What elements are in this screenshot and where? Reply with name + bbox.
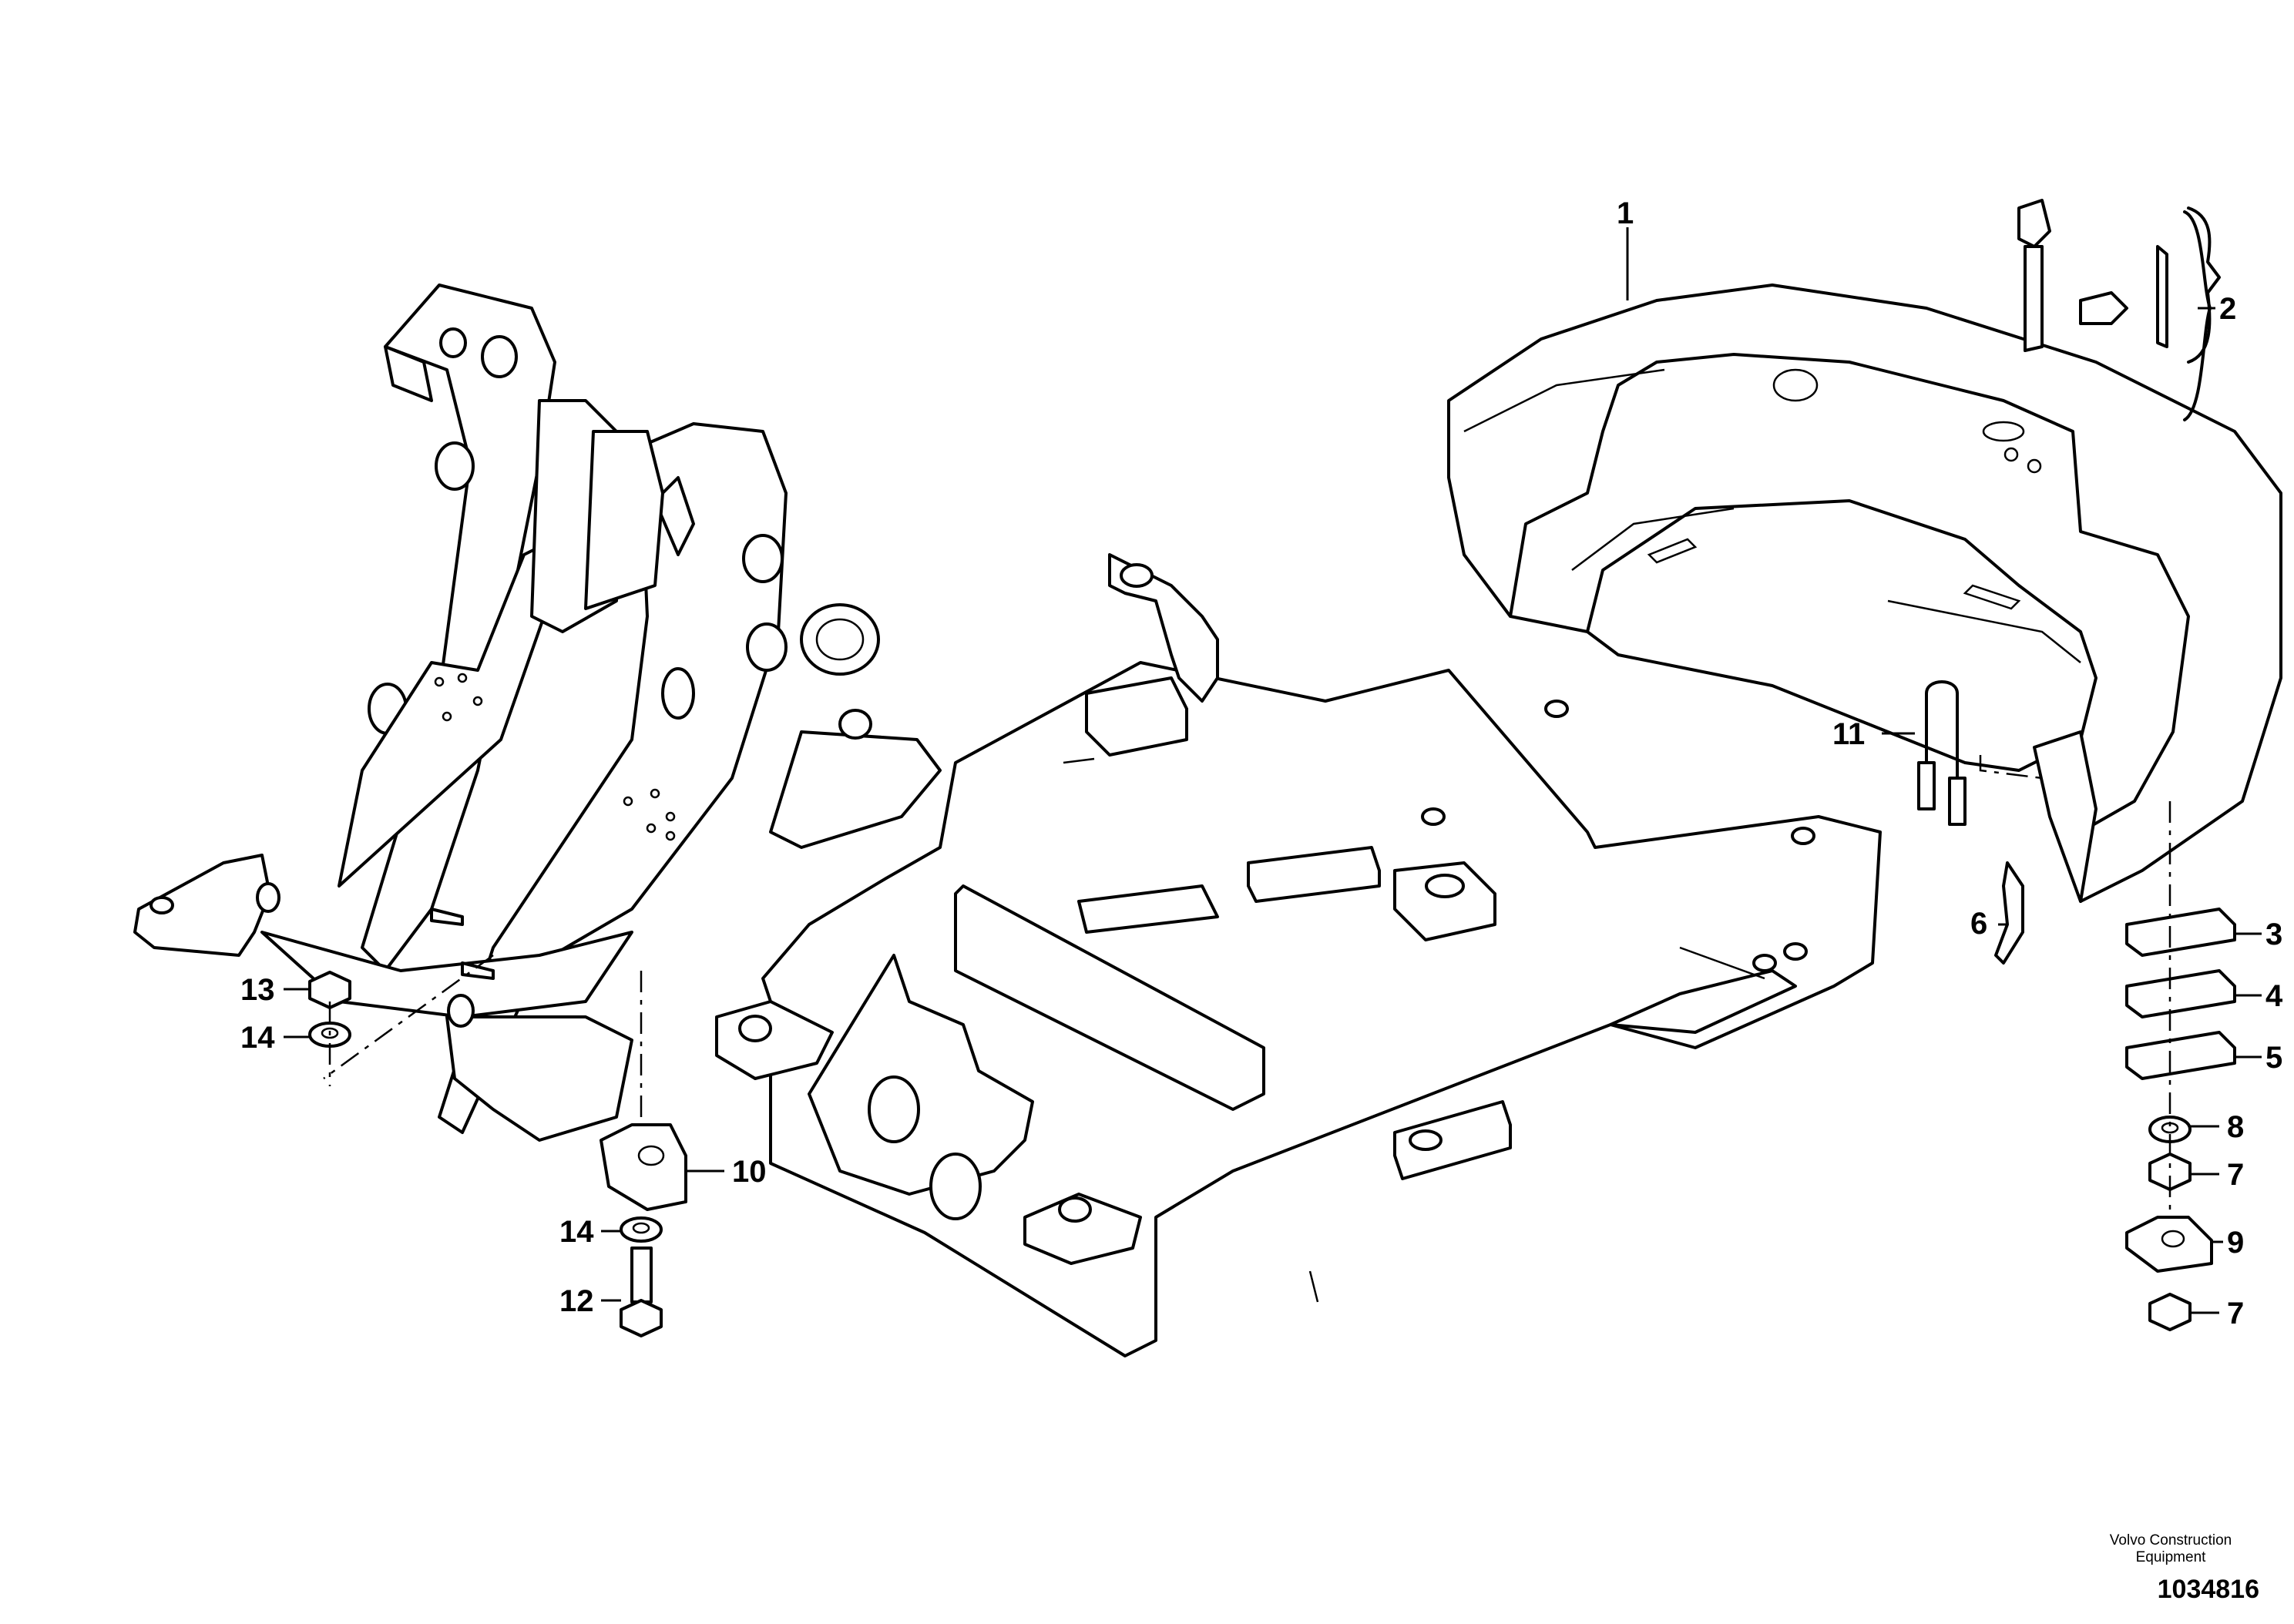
callouts: 1 2 3 4 5 6 7 7 8 9 10 11 12 13 14 14 xyxy=(240,196,2283,1330)
callout-7-lower: 7 xyxy=(2227,1297,2244,1330)
callout-7-upper: 7 xyxy=(2227,1158,2244,1192)
brand-label: Volvo Construction Equipment xyxy=(2071,1532,2271,1566)
callout-14-bottom: 14 xyxy=(559,1215,594,1249)
brand-line-1: Volvo Construction xyxy=(2109,1532,2232,1549)
callout-3: 3 xyxy=(2265,918,2282,951)
callout-8: 8 xyxy=(2227,1110,2244,1144)
part-2-bracket xyxy=(2183,210,2212,421)
callout-leaders xyxy=(284,227,2262,1314)
left-hardware xyxy=(308,971,687,1337)
callout-13: 13 xyxy=(240,973,275,1007)
callout-1: 1 xyxy=(1617,196,1634,230)
callout-5: 5 xyxy=(2265,1041,2282,1075)
callout-2: 2 xyxy=(2219,292,2236,326)
chassis-frame xyxy=(715,553,1882,1357)
right-hardware xyxy=(1917,680,2236,1331)
callout-4: 4 xyxy=(2265,979,2283,1013)
brand-line-2: Equipment xyxy=(2135,1549,2206,1565)
callout-14-left: 14 xyxy=(240,1021,275,1055)
pin-and-chain xyxy=(2017,199,2221,364)
callout-10: 10 xyxy=(732,1155,767,1189)
callout-6: 6 xyxy=(1970,907,1987,941)
callout-11: 11 xyxy=(1832,717,1865,751)
upright-frame xyxy=(133,284,942,1142)
assembly-lines xyxy=(323,755,2171,1210)
callout-9: 9 xyxy=(2227,1226,2244,1260)
drawing-number: 1034816 xyxy=(2157,1575,2259,1604)
counterweight xyxy=(1447,284,2282,903)
callout-12: 12 xyxy=(559,1284,594,1318)
